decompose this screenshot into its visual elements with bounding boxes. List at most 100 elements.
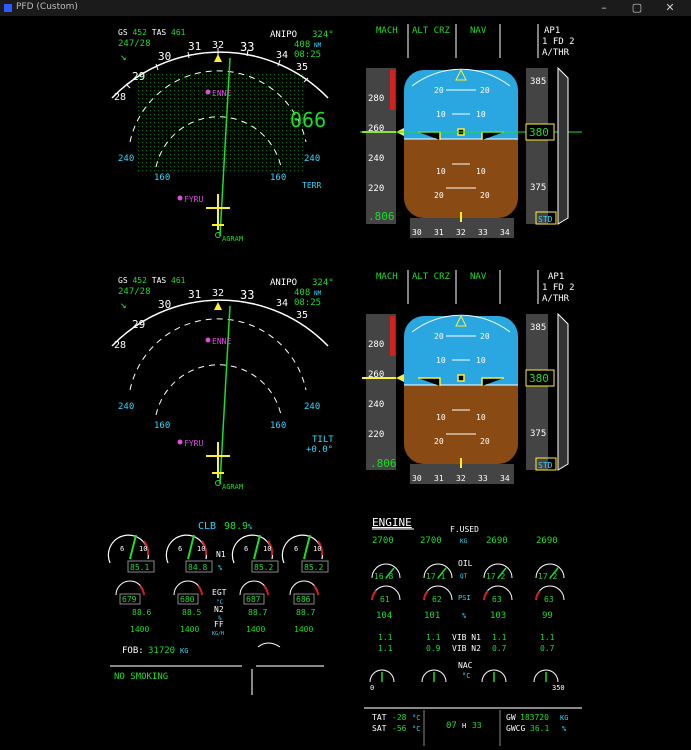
waypoint-label: FYRU xyxy=(184,439,203,448)
autopilot-status: AP1 xyxy=(544,26,560,36)
thrust-limit-unit: % xyxy=(248,523,253,531)
close-button[interactable]: ✕ xyxy=(665,1,675,14)
pitch-label: 10 xyxy=(476,356,486,365)
altitude-label: 375 xyxy=(530,429,546,439)
mach-readout: .806 xyxy=(368,210,395,223)
tat-value: -28 xyxy=(392,713,407,722)
heading-tape-label: 30 xyxy=(412,228,422,237)
altitude-readout: 380 xyxy=(529,126,549,139)
waypoint-distance: 408 xyxy=(294,40,311,50)
waypoint-label: AGRAM xyxy=(222,483,243,491)
athr-status: A/THR xyxy=(542,294,570,304)
range-label: 240 xyxy=(118,402,134,412)
waypoint-time: 08:25 xyxy=(294,50,322,60)
minimize-button[interactable]: – xyxy=(601,1,607,14)
oil-temp-value: 99 xyxy=(542,611,553,621)
gs-label: GS xyxy=(118,28,128,37)
distance-unit: NM xyxy=(314,290,322,297)
altitude-label: 385 xyxy=(530,323,546,333)
gw-label: GW xyxy=(506,713,516,722)
fma-lateral-mode: NAV xyxy=(470,272,487,282)
pitch-label: 10 xyxy=(436,413,446,422)
heading-label: 33 xyxy=(240,288,254,302)
fma-speed-mode: MACH xyxy=(376,272,398,282)
ff-unit: KG/H xyxy=(212,631,224,637)
oil-press-value: 63 xyxy=(544,595,554,604)
pitch-label: 10 xyxy=(476,413,486,422)
waypoint-icon xyxy=(215,480,221,486)
tat-unit: °C xyxy=(412,714,420,722)
waypoint-bearing: 324° xyxy=(312,30,334,40)
vib-n1-value: 1.1 xyxy=(378,633,393,642)
autopilot-status: AP1 xyxy=(548,272,564,282)
wind-arrow-icon: ↘ xyxy=(120,50,127,63)
egt-label: EGT xyxy=(212,588,227,597)
vib-n2-label: VIB N2 xyxy=(452,644,481,653)
heading-tape-label: 34 xyxy=(500,228,510,237)
heading-label: 33 xyxy=(240,40,254,54)
heading-label: 34 xyxy=(276,50,288,61)
baro-box xyxy=(535,211,557,225)
oil-qty-value: 16.8 xyxy=(374,572,393,581)
egt-unit: °C xyxy=(216,599,224,606)
true-airspeed: 461 xyxy=(171,28,186,37)
ff-value: 1400 xyxy=(294,625,313,634)
egt-value: 687 xyxy=(246,595,261,604)
fuel-used-value: 2700 xyxy=(372,536,394,546)
heading-readout: 066 xyxy=(290,108,326,132)
speed-label: 240 xyxy=(368,400,384,410)
lubber-triangle xyxy=(214,302,222,310)
app-icon xyxy=(4,4,12,12)
nacelle-scale-min: 0 xyxy=(370,684,374,692)
vib-n1-label: VIB N1 xyxy=(452,633,481,642)
oil-qty-value: 17.2 xyxy=(486,572,505,581)
pitch-label: 20 xyxy=(434,437,444,446)
range-label: 240 xyxy=(118,154,134,164)
heading-label: 32 xyxy=(212,288,224,299)
n1-scale-label: 6 xyxy=(178,545,182,553)
speed-label: 260 xyxy=(368,124,384,134)
gwcg-label: GWCG xyxy=(506,724,525,733)
attitude-indicator xyxy=(404,70,518,218)
n1-scale-label: 10 xyxy=(139,545,147,553)
vib-n1-value: 1.1 xyxy=(540,633,555,642)
waypoint-bearing: 324° xyxy=(312,278,334,288)
range-ring xyxy=(129,70,307,143)
tas-label: TAS xyxy=(151,28,167,37)
n2-value: 88.5 xyxy=(182,608,201,617)
fma-speed-mode: MACH xyxy=(376,26,398,36)
n2-value: 88.6 xyxy=(132,608,151,617)
maximize-button[interactable]: ▢ xyxy=(631,1,643,14)
ff-value: 1400 xyxy=(246,625,265,634)
fuel-used-value: 2690 xyxy=(486,536,508,546)
heading-label: 30 xyxy=(158,298,171,311)
gwcg-value: 36.1 xyxy=(530,724,549,733)
fma-separators xyxy=(407,270,539,304)
oil-press-value: 63 xyxy=(492,595,502,604)
oil-qty-value: 17.1 xyxy=(426,572,445,581)
overspeed-band xyxy=(390,70,395,110)
pitch-label: 20 xyxy=(480,191,490,200)
heading-label: 29 xyxy=(132,70,145,83)
n1-scale-label: 10 xyxy=(313,545,321,553)
pitch-label: 20 xyxy=(434,86,444,95)
sat-value: -56 xyxy=(392,724,407,733)
waypoint-name: ANIPO xyxy=(270,30,298,40)
speed-label: 260 xyxy=(368,370,384,380)
n2-value: 88.7 xyxy=(248,608,267,617)
heading-label: 31 xyxy=(188,288,201,301)
tas-label: TAS xyxy=(151,276,167,285)
waypoint-icon xyxy=(215,232,221,238)
pitch-label: 20 xyxy=(434,191,444,200)
compass-arc xyxy=(111,51,329,99)
pitch-label: 10 xyxy=(476,167,486,176)
fuel-used-value: 2700 xyxy=(420,536,442,546)
window-titlebar: PFD (Custom) – ▢ ✕ xyxy=(0,0,691,16)
sat-label: SAT xyxy=(372,724,387,733)
altitude-tape xyxy=(526,68,548,224)
roll-pointer xyxy=(455,314,467,327)
heading-label: 28 xyxy=(114,92,126,103)
tilt-label: TILT xyxy=(312,435,334,445)
altitude-window xyxy=(525,123,555,141)
waypoint-name: ANIPO xyxy=(270,278,298,288)
